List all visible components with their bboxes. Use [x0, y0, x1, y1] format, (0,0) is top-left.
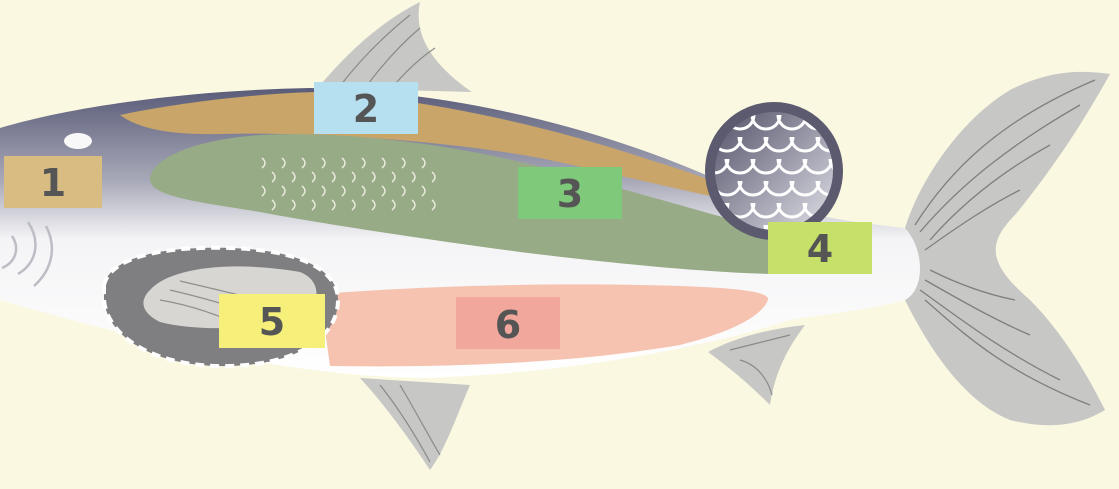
scale-arc [828, 202, 838, 219]
scale-mark [411, 171, 416, 183]
scale-arc [828, 114, 838, 131]
zone-label-4: 4 [768, 222, 872, 274]
scale-mark [291, 199, 296, 211]
scale-arc [843, 181, 871, 195]
scale-mark [351, 171, 356, 183]
scale-mark [411, 199, 416, 211]
scale-mark [351, 199, 356, 211]
scale-mark [321, 185, 326, 197]
scale-mark [291, 171, 296, 183]
scale-mark [401, 157, 406, 169]
scale-mark [391, 199, 396, 211]
scale-mark [361, 157, 366, 169]
scale-closeup [705, 102, 871, 240]
scale-mark [421, 185, 426, 197]
scale-mark [361, 185, 366, 197]
scale-mark [321, 157, 326, 169]
side-muscle [150, 134, 793, 274]
scale-mark [431, 171, 436, 183]
zone-label-1: 1 [4, 156, 102, 208]
scale-mark [331, 199, 336, 211]
scale-mark [371, 199, 376, 211]
scale-mark [391, 171, 396, 183]
scale-mark [311, 199, 316, 211]
back-band [120, 92, 760, 206]
pelvic-fin [360, 378, 470, 470]
zone-4-text: 4 [807, 227, 833, 271]
scale-mark [261, 157, 266, 169]
scale-mark [281, 185, 286, 197]
scale-mark [311, 171, 316, 183]
zone-1-text: 1 [40, 161, 66, 205]
zone-2-text: 2 [353, 87, 379, 131]
scale-mark [301, 157, 306, 169]
gill-lines [1, 221, 54, 287]
anal-fin [708, 325, 805, 405]
scale-mark [261, 185, 266, 197]
scale-mark [341, 185, 346, 197]
zone-label-3: 3 [518, 167, 622, 219]
scale-arc [843, 137, 871, 151]
scale-mark [381, 185, 386, 197]
eye [64, 133, 92, 149]
scale-mark [271, 171, 276, 183]
zone-5-text: 5 [259, 300, 285, 344]
scale-mark [331, 171, 336, 183]
scale-mark [341, 157, 346, 169]
zone-label-6: 6 [456, 297, 560, 349]
tail-fin-rays [914, 79, 1096, 406]
tail-fin [905, 71, 1110, 426]
zone-label-2: 2 [314, 82, 418, 134]
scale-mark [381, 157, 386, 169]
zone-label-5: 5 [219, 294, 325, 348]
scale-mark [371, 171, 376, 183]
zone-3-text: 3 [557, 172, 583, 216]
scale-arc [828, 158, 838, 175]
scale-mark [421, 157, 426, 169]
scale-mark [281, 157, 286, 169]
anal-fin-rays [729, 334, 791, 396]
scale-marks [261, 157, 436, 211]
pelvic-fin-rays [379, 384, 441, 463]
scale-mark [431, 199, 436, 211]
dorsal-fin [318, 2, 472, 92]
zone-6-text: 6 [495, 303, 521, 347]
scale-mark [271, 199, 276, 211]
scale-mark [301, 185, 306, 197]
scale-mark [401, 185, 406, 197]
